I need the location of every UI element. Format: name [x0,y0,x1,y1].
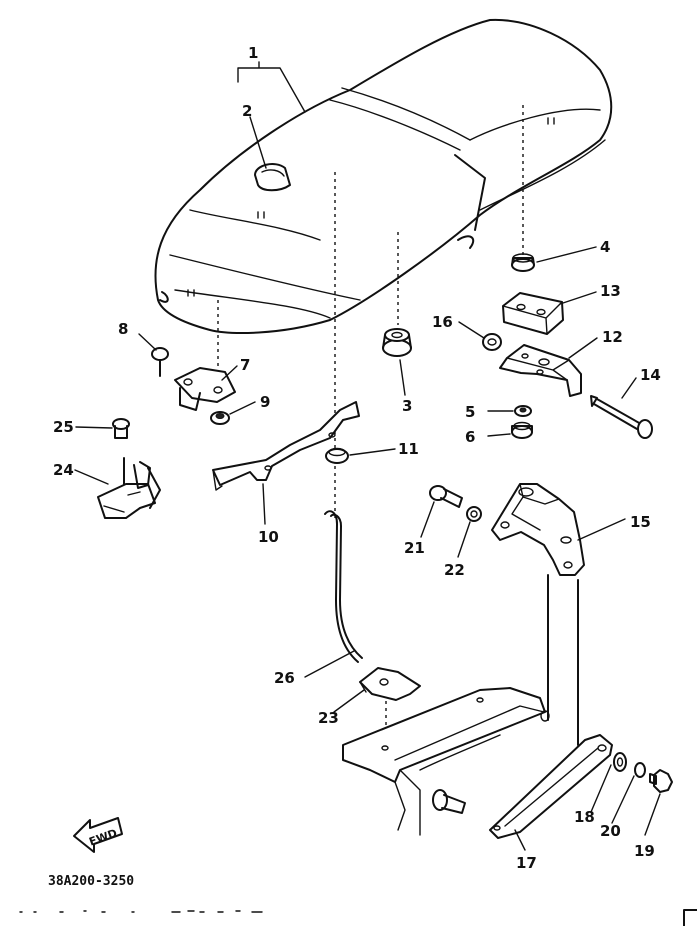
part-label-17: 17 [516,854,537,872]
washer-part-22 [466,506,482,522]
part-label-14: 14 [640,366,661,384]
part-label-1: 1 [248,44,258,62]
part-label-4: 4 [600,238,610,256]
part-number-labels: 1 2 3 4 5 6 7 8 9 10 11 12 13 14 15 16 1… [53,44,661,872]
bracket-part-12 [499,344,582,397]
washer-part-18 [613,752,627,772]
scan-noise [19,909,697,926]
drawing-code: 38A200-3250 [48,874,134,889]
seat-strap-part-2 [254,163,291,192]
part-label-10: 10 [258,528,279,546]
assembly-guide-lines [217,105,524,745]
part-label-3: 3 [402,397,412,415]
bolt-part-14 [590,395,653,439]
part-label-7: 7 [240,356,250,374]
part-label-25: 25 [53,418,74,436]
seat-lock-part-24 [97,457,161,519]
part-label-16: 16 [432,313,453,331]
part-label-20: 20 [600,822,621,840]
nut-part-9 [210,411,230,425]
plate-part-10 [212,401,360,491]
damper-part-3 [382,328,412,357]
part-label-26: 26 [274,669,295,687]
part-label-6: 6 [465,428,475,446]
part-label-15: 15 [630,513,651,531]
bolt-part-19 [649,769,673,793]
seat-assembly [154,18,613,334]
rod-part-26 [324,510,363,663]
frame-rail [342,687,550,836]
damper-part-11 [325,447,349,464]
part-label-13: 13 [600,282,621,300]
fwd-arrow-icon: FWD [73,817,123,853]
part-label-2: 2 [242,102,252,120]
bolt-part-21 [429,485,463,508]
leader-lines [74,61,661,851]
part-label-23: 23 [318,709,339,727]
stay-part-17 [489,574,613,839]
bracket-part-15 [491,483,585,576]
part-label-5: 5 [465,403,475,421]
screw-part-8 [151,347,169,377]
part-label-24: 24 [53,461,74,479]
bracket-part-7 [174,367,236,411]
part-label-12: 12 [602,328,623,346]
part-label-8: 8 [118,320,128,338]
screw-part-25 [112,418,130,439]
washer-part-5 [514,405,532,417]
part-label-11: 11 [398,440,419,458]
frame-bolt [432,789,466,814]
lock-washer-part-20 [634,762,646,778]
part-label-21: 21 [404,539,425,557]
damper-part-4 [511,253,535,272]
part-label-18: 18 [574,808,595,826]
part-label-19: 19 [634,842,655,860]
spacer-part-6 [511,421,533,439]
part-label-9: 9 [260,393,270,411]
bracket-part-23 [359,667,421,701]
pad-part-13 [502,292,564,335]
nut-part-16 [482,333,502,351]
part-label-22: 22 [444,561,465,579]
